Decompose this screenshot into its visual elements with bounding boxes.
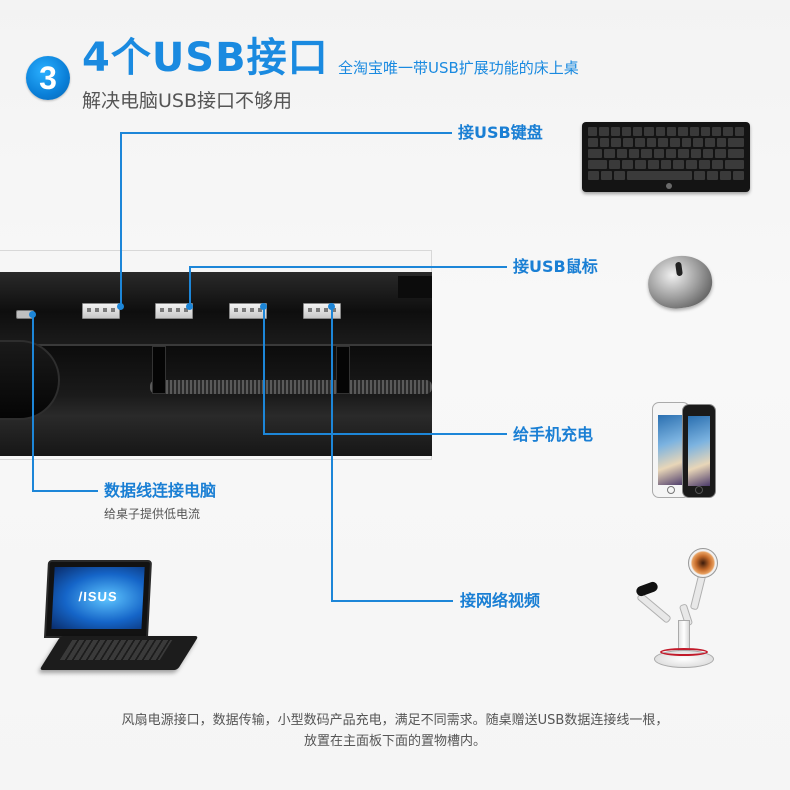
cable-clip — [152, 346, 166, 394]
connector-dot-phone — [260, 303, 267, 310]
usb-port-3 — [229, 303, 267, 319]
label-mouse: 接USB鼠标 — [513, 257, 598, 276]
usb-port-4 — [303, 303, 341, 319]
connector-dot-keyboard — [117, 303, 124, 310]
mouse-icon — [644, 251, 716, 313]
desk-usb-panel — [0, 272, 432, 346]
connector-line-webcam — [331, 600, 453, 602]
laptop-brand-logo: /ISUS — [51, 567, 145, 629]
connector-dot-webcam — [328, 303, 335, 310]
braided-usb-cable — [150, 380, 432, 394]
label-data-cable-sub: 给桌子提供低电流 — [104, 507, 201, 521]
label-keyboard: 接USB键盘 — [458, 123, 543, 142]
connector-line-mouse — [189, 266, 191, 307]
connector-line-keyboard — [120, 132, 452, 134]
keyboard-icon — [582, 122, 750, 192]
smartphone-icon — [682, 404, 716, 498]
label-phone-charge: 给手机充电 — [513, 425, 594, 444]
page-subtitle: 全淘宝唯一带USB扩展功能的床上桌 — [338, 59, 579, 77]
microphone-icon — [634, 580, 660, 598]
connector-line-data-cable — [32, 490, 98, 492]
label-webcam: 接网络视频 — [460, 591, 541, 610]
connector-line-phone — [263, 433, 507, 435]
connector-line-keyboard — [120, 132, 122, 307]
desk-base — [0, 416, 432, 456]
connector-line-data-cable — [32, 315, 34, 491]
connector-line-webcam — [331, 307, 333, 601]
laptop-keyboard — [59, 640, 173, 660]
webcam-neck — [689, 573, 707, 611]
connector-line-mouse — [189, 266, 507, 268]
mic-neck — [636, 592, 672, 624]
page-title: 4个USB接口 — [82, 35, 329, 81]
step-number-badge: 3 — [26, 56, 70, 100]
cable-clip — [336, 346, 350, 394]
webcam-icon — [688, 548, 718, 578]
webcam-base-ring — [660, 648, 708, 656]
desk-panel-tab — [398, 276, 432, 298]
connector-dot-data-cable — [29, 311, 36, 318]
connector-dot-mouse — [186, 303, 193, 310]
keyboard-logo-icon — [666, 183, 672, 189]
laptop-icon: /ISUS — [43, 560, 153, 638]
connector-line-phone — [263, 307, 265, 434]
page-tagline: 解决电脑USB接口不够用 — [82, 90, 293, 112]
footer-text-line-1: 风扇电源接口，数据传输，小型数码产品充电，满足不同需求。随桌赠送USB数据连接线… — [121, 713, 669, 728]
label-data-cable: 数据线连接电脑 — [104, 481, 217, 500]
usb-port-1 — [82, 303, 120, 319]
footer-text-line-2: 放置在主面板下面的置物槽内。 — [303, 734, 486, 749]
usb-port-2 — [155, 303, 193, 319]
